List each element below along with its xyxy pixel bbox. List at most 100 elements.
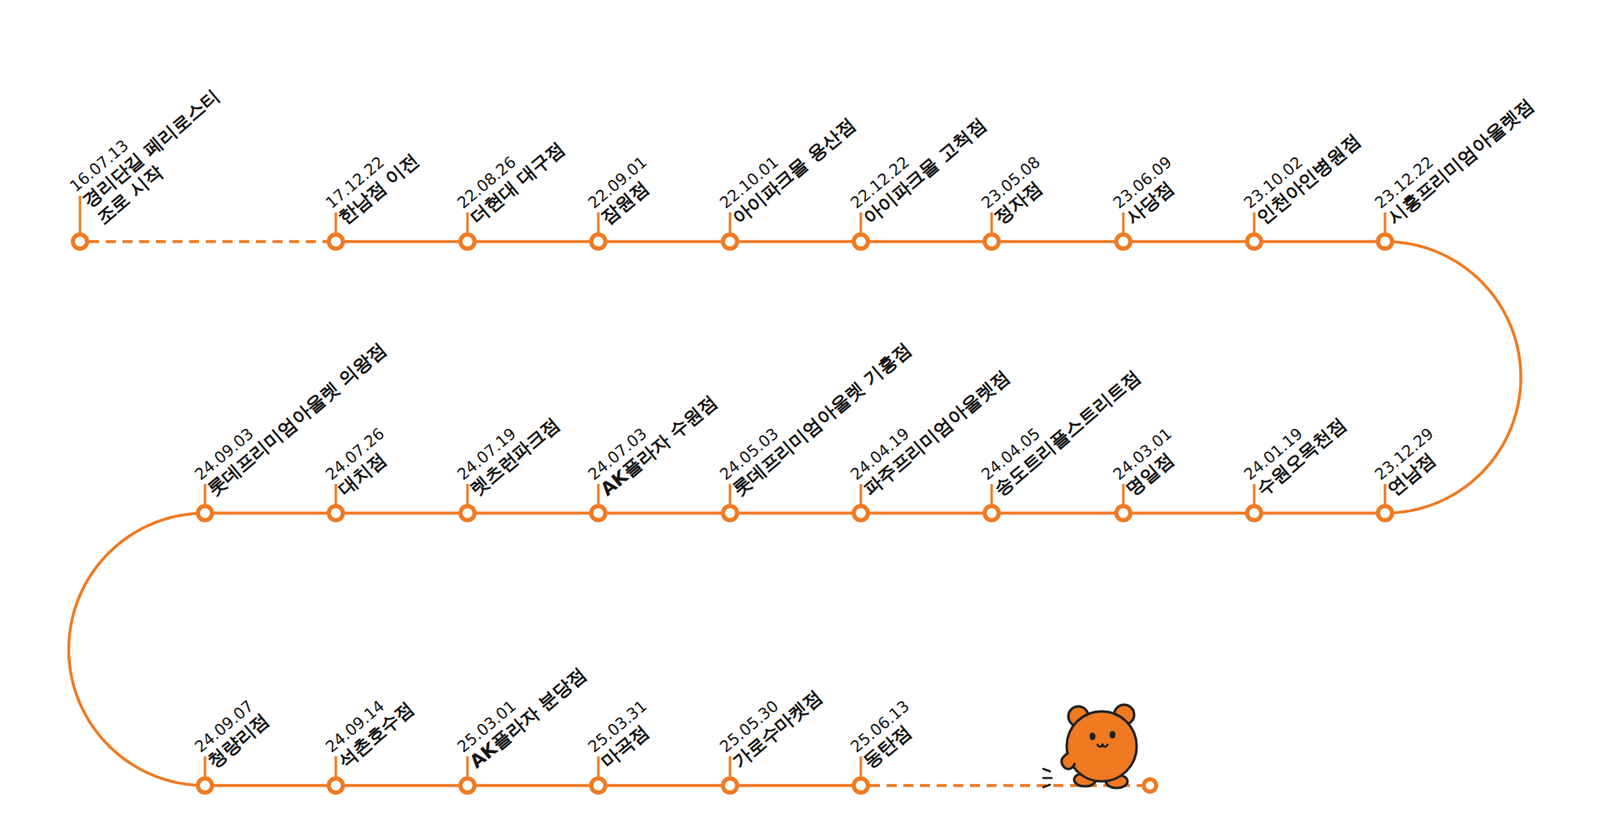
timeline-connector [739,511,852,515]
station-ring [720,504,740,523]
station-label: 23.06.09사당점 [1109,151,1190,230]
mascot-illustration [1043,705,1137,789]
station-ring [851,504,870,523]
station-node: 24.07.26대치점 [326,504,345,523]
station-node: 24.09.03롯데프리미엄아울렛 의왕점 [195,504,215,523]
station-node: 24.09.14석촌호수점 [326,776,345,795]
station-label: 24.09.14석촌호수점 [321,682,419,774]
station-node: 24.04.19파주프리미엄아울렛점 [851,504,870,523]
station-ring [458,776,477,795]
timeline-connector [870,511,983,515]
timeline-connector [870,240,983,244]
station-ring [195,776,215,795]
timeline-connector [476,511,590,515]
timeline-connector [1263,240,1376,244]
station-ring [326,776,345,795]
station-label: 25.05.30가로수마켓점 [715,670,827,774]
station-node: 22.08.26더현대 대구점 [458,232,477,251]
station-label: 22.09.01잠원점 [584,151,665,230]
station-node: 25.03.01AK플라자 분당점 [458,776,477,795]
station-ring [1245,504,1264,523]
timeline-connector [476,784,590,788]
station-node: 23.12.29연남점 [1375,504,1395,523]
station-ring [589,504,608,523]
date-label: 23.12.22 [1370,79,1525,213]
mascot-arm [1061,753,1075,770]
station-label: 24.03.01명일점 [1109,423,1190,501]
station-ring [720,776,740,795]
station-node: 23.06.09사당점 [1114,232,1133,251]
station-node: 23.10.02인천아인병원점 [1245,232,1264,251]
timeline-connector [345,784,459,788]
station-node: 17.12.22한남점 이전 [326,232,345,251]
timeline-connector [1263,511,1376,515]
station-label: 23.10.02인천아인병원점 [1240,115,1365,230]
station-node: 22.10.01아이파크몰 용산점 [720,232,740,251]
mascot-mouth [1097,745,1108,748]
station-ring [1245,232,1264,251]
station-ring [982,504,1001,523]
timeline-connector [89,240,327,244]
timeline-connector [214,511,327,515]
station-node: 22.12.22아이파크몰 고척점 [851,232,870,251]
station-label: 24.07.03AK플라자 수원점 [584,375,722,501]
station-label: 23.12.29연남점 [1370,423,1452,501]
timeline-connector [1132,240,1245,244]
station-ring [851,232,870,251]
timeline-connector [345,511,459,515]
station-ring [326,504,345,523]
station-node: 16.07.13경리단길 페리로스티조로 시작 [70,232,90,251]
station-node: 23.12.22시흥프리미엄아울렛점 [1375,232,1395,251]
station-label: 25.03.31마곡점 [584,695,665,774]
mascot-eye [1110,731,1116,740]
timeline-connector [607,784,721,788]
station-node: 24.07.19렛츠런파크점 [458,504,477,523]
timeline-connector [1000,511,1115,515]
station-node: 22.09.01잠원점 [589,232,608,251]
station-label: 24.07.26대치점 [321,423,403,501]
station-ring [589,232,608,251]
station-node: 24.07.03AK플라자 수원점 [589,504,608,523]
station-label: 25.06.13동탄점 [846,695,928,774]
station-ring [458,504,477,523]
station-ring [195,504,215,523]
station-node: 25.03.31마곡점 [589,776,608,795]
station-label: 24.07.19렛츠런파크점 [453,398,565,501]
station-label: 22.08.26더현대 대구점 [453,122,570,230]
station-ring [720,232,740,251]
station-node: 25.05.30가로수마켓점 [720,776,740,795]
timeline-connector [1000,240,1115,244]
timeline-connector [345,240,459,244]
timeline-connector [476,240,590,244]
station-node: 24.09.07청량리점 [195,776,215,795]
station-node: 24.05.03롯데프리미엄아울렛 기흥점 [720,504,740,523]
station-node: 24.01.19수원오목천점 [1245,504,1264,523]
station-node: 23.05.08정자점 [982,232,1001,251]
station-label: 16.07.13경리단길 페리로스티조로 시작 [65,60,250,229]
future-dashed-line [870,784,1142,788]
station-label: 22.12.22아이파크몰 고척점 [846,99,991,230]
station-ring [326,232,345,251]
station-ring [458,232,477,251]
branch-name: 시흥프리미엄아울렛점 [1383,95,1538,230]
station-ring [851,776,870,795]
station-label: 23.12.22시흥프리미엄아울렛점 [1370,79,1539,230]
station-ring [589,776,608,795]
station-node: 24.04.05송도트리플스트리트점 [982,504,1001,523]
mascot-body [1066,711,1137,782]
end-ring [1144,780,1157,793]
station-label: 17.12.22한남점 이전 [321,134,424,230]
station-ring [1375,232,1395,251]
timeline-connector [607,240,721,244]
timeline-connector [1132,511,1245,515]
label-tick [79,195,82,233]
motion-lines [1043,769,1052,788]
station-ring [1375,504,1395,523]
station-label: 24.01.19수원오목천점 [1240,398,1351,501]
station-label: 24.09.07청량리점 [190,694,275,774]
timeline-connector [739,240,852,244]
timeline-connector [69,513,197,785]
mascot-eye [1090,733,1096,741]
station-label: 23.05.08정자점 [977,151,1059,230]
